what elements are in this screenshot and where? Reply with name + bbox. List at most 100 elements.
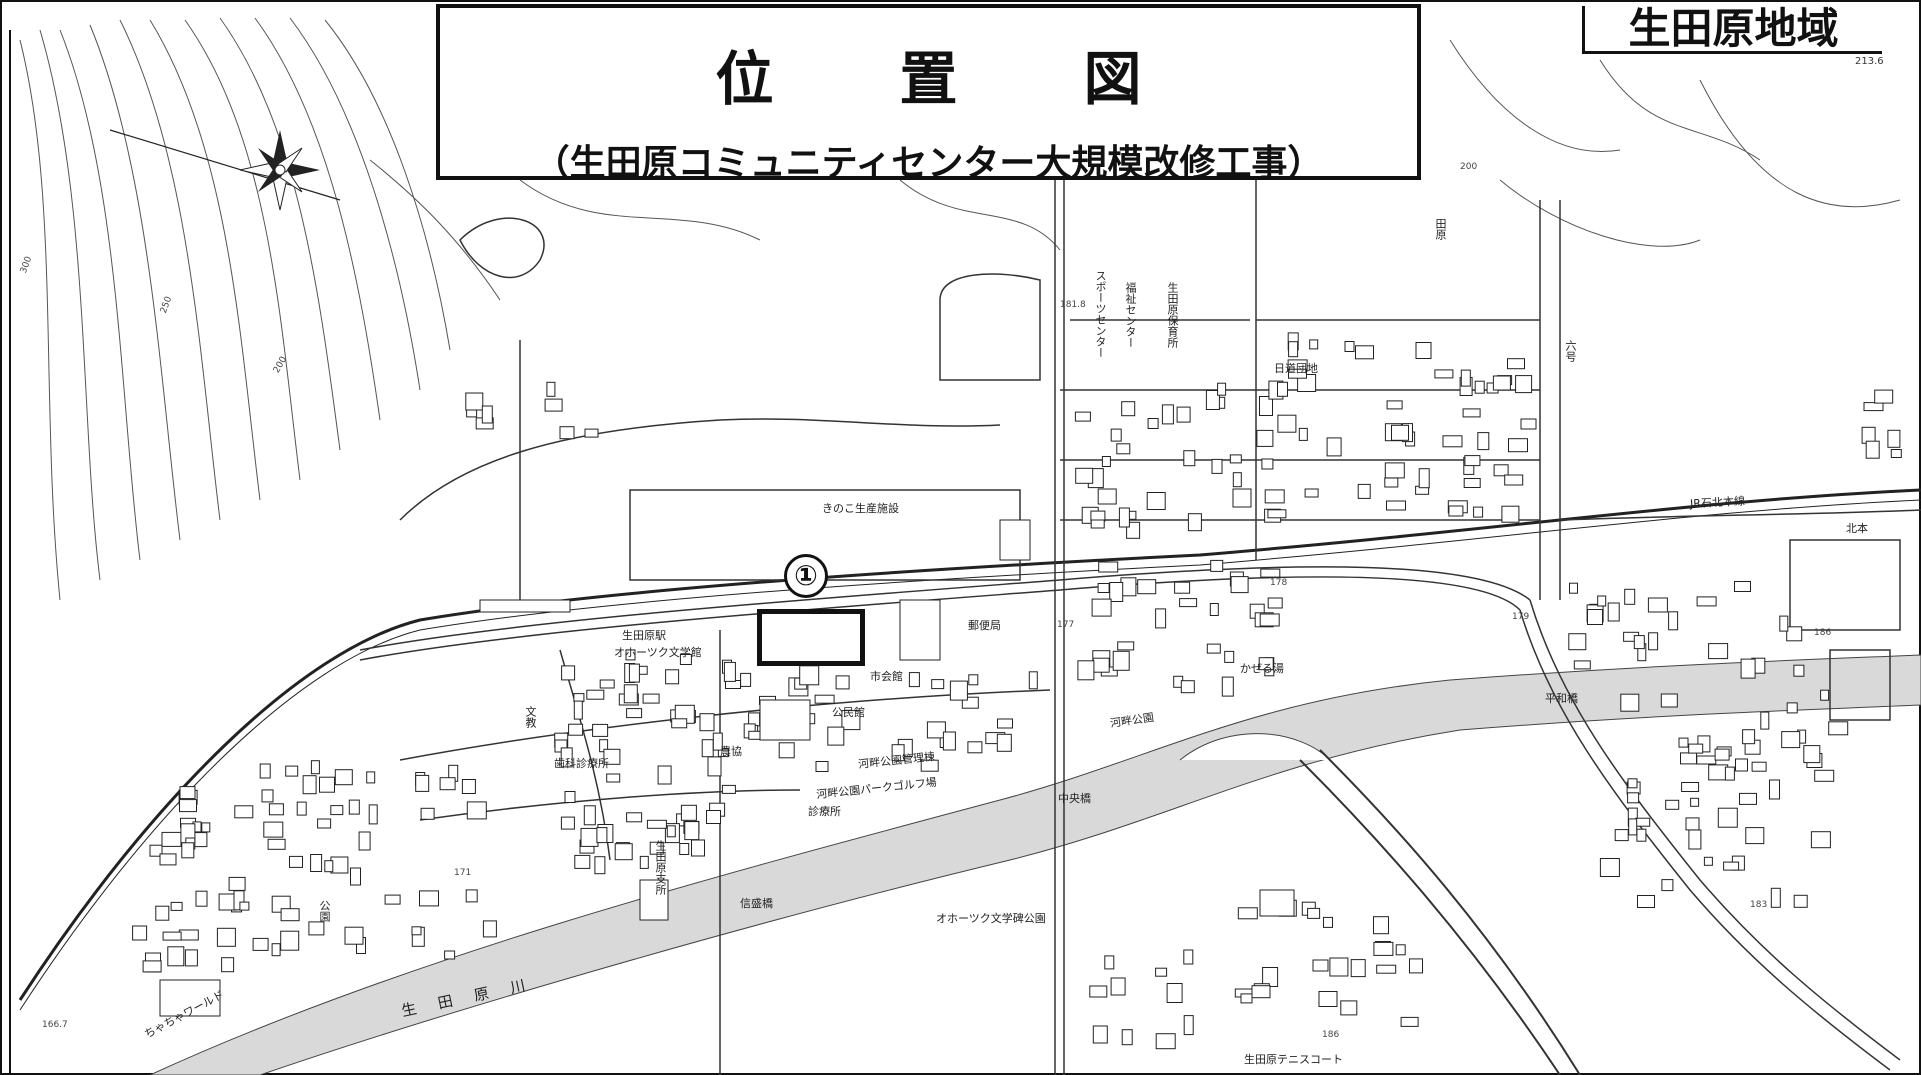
building-footprint — [628, 663, 640, 683]
building-footprint — [626, 708, 643, 719]
label-shisho: 生田原支所 — [654, 840, 667, 895]
building-footprint — [606, 773, 621, 783]
building-footprint — [159, 853, 177, 866]
building-footprint — [310, 854, 323, 872]
building-footprint — [561, 665, 576, 681]
building-footprint — [1587, 609, 1603, 625]
region-label-box: 生田原地域 — [1582, 6, 1882, 54]
building-footprint — [1637, 895, 1655, 908]
elev-186a: 186 — [1814, 628, 1832, 638]
building-footprint — [1508, 438, 1528, 453]
building-footprint — [1696, 755, 1717, 765]
label-tahara: 田原 — [1434, 218, 1447, 240]
building-footprint — [1681, 782, 1700, 792]
building-footprint — [707, 756, 722, 777]
building-footprint — [1633, 635, 1645, 650]
building-footprint — [544, 398, 563, 412]
building-footprint — [1373, 916, 1389, 935]
label-kinoko: きのこ生産施設 — [822, 502, 899, 515]
building-footprint — [639, 879, 669, 921]
building-footprint — [1240, 993, 1253, 1004]
building-footprint — [310, 760, 320, 775]
building-footprint — [1434, 369, 1454, 379]
building-footprint — [1237, 907, 1258, 920]
building-footprint — [1161, 404, 1174, 425]
building-footprint — [419, 890, 439, 907]
building-footprint — [302, 775, 317, 795]
building-footprint — [178, 929, 199, 941]
building-footprint — [1258, 657, 1274, 671]
building-footprint — [280, 930, 300, 951]
building-footprint — [1781, 731, 1801, 749]
elev-177: 177 — [1057, 620, 1075, 630]
building-footprint — [1221, 676, 1234, 697]
building-footprint — [1176, 406, 1191, 423]
building-footprint — [999, 519, 1031, 561]
building-footprint — [233, 890, 245, 911]
label-shinryojo: 診療所 — [808, 805, 841, 818]
building-footprint — [625, 649, 636, 661]
building-footprint — [1229, 454, 1242, 464]
elev-183: 183 — [1750, 900, 1768, 910]
building-footprint — [1473, 506, 1484, 518]
building-footprint — [684, 821, 700, 841]
building-footprint — [1155, 608, 1167, 629]
label-tennis: 生田原テニスコート — [1244, 1053, 1343, 1066]
elev-171: 171 — [454, 868, 472, 878]
building-footprint — [1448, 505, 1464, 517]
building-footprint — [1614, 829, 1629, 842]
building-footprint — [1326, 437, 1342, 457]
building-footprint — [1874, 389, 1894, 404]
building-footprint — [1409, 958, 1423, 974]
building-footprint — [920, 759, 939, 772]
building-footprint — [1678, 737, 1689, 748]
building-footprint — [1261, 458, 1274, 470]
building-footprint — [1101, 456, 1111, 467]
building-footprint — [1680, 752, 1697, 765]
building-footprint — [721, 784, 736, 794]
building-footprint — [308, 921, 325, 936]
building-footprint — [671, 718, 688, 729]
label-shika: 歯科診療所 — [554, 757, 609, 770]
building-footprint — [466, 801, 487, 820]
building-footprint — [1256, 429, 1274, 447]
building-footprint — [1690, 797, 1700, 807]
building-footprint — [1267, 597, 1283, 609]
title-block: 位 置 図 （生田原コミュニティセンター大規模改修工事） — [436, 4, 1421, 184]
building-footprint — [252, 937, 269, 951]
building-footprint — [234, 805, 254, 819]
building-footprint — [1627, 792, 1640, 804]
building-footprint — [584, 428, 599, 438]
building-footprint — [1685, 817, 1700, 831]
building-footprint — [384, 894, 401, 905]
region-label: 生田原地域 — [1628, 4, 1839, 53]
building-footprint — [596, 827, 608, 844]
building-footprint — [778, 742, 795, 759]
building-footprint — [1224, 650, 1235, 663]
building-footprint — [439, 777, 456, 791]
building-footprint — [1092, 657, 1110, 673]
building-footprint — [1137, 579, 1157, 595]
building-footprint — [1814, 769, 1835, 782]
building-footprint — [181, 842, 195, 859]
label-sports: スポーツセンター — [1094, 270, 1107, 358]
building-footprint — [1627, 778, 1638, 789]
building-footprint — [268, 803, 284, 816]
building-footprint — [1340, 1000, 1358, 1016]
building-footprint — [926, 721, 946, 739]
building-footprint — [740, 672, 752, 687]
building-footprint — [649, 841, 664, 855]
building-footprint — [1350, 959, 1366, 978]
building-footprint — [1259, 396, 1273, 416]
building-footprint — [717, 748, 729, 758]
building-footprint — [626, 812, 643, 823]
building-footprint — [1373, 941, 1394, 956]
building-footprint — [330, 805, 344, 816]
building-footprint — [1118, 507, 1130, 528]
building-footprint — [1098, 561, 1119, 573]
building-footprint — [465, 392, 484, 411]
building-footprint — [1386, 400, 1403, 410]
building-footprint — [1251, 985, 1271, 999]
label-kitamoto: 北本 — [1846, 522, 1868, 535]
building-footprint — [221, 957, 235, 973]
